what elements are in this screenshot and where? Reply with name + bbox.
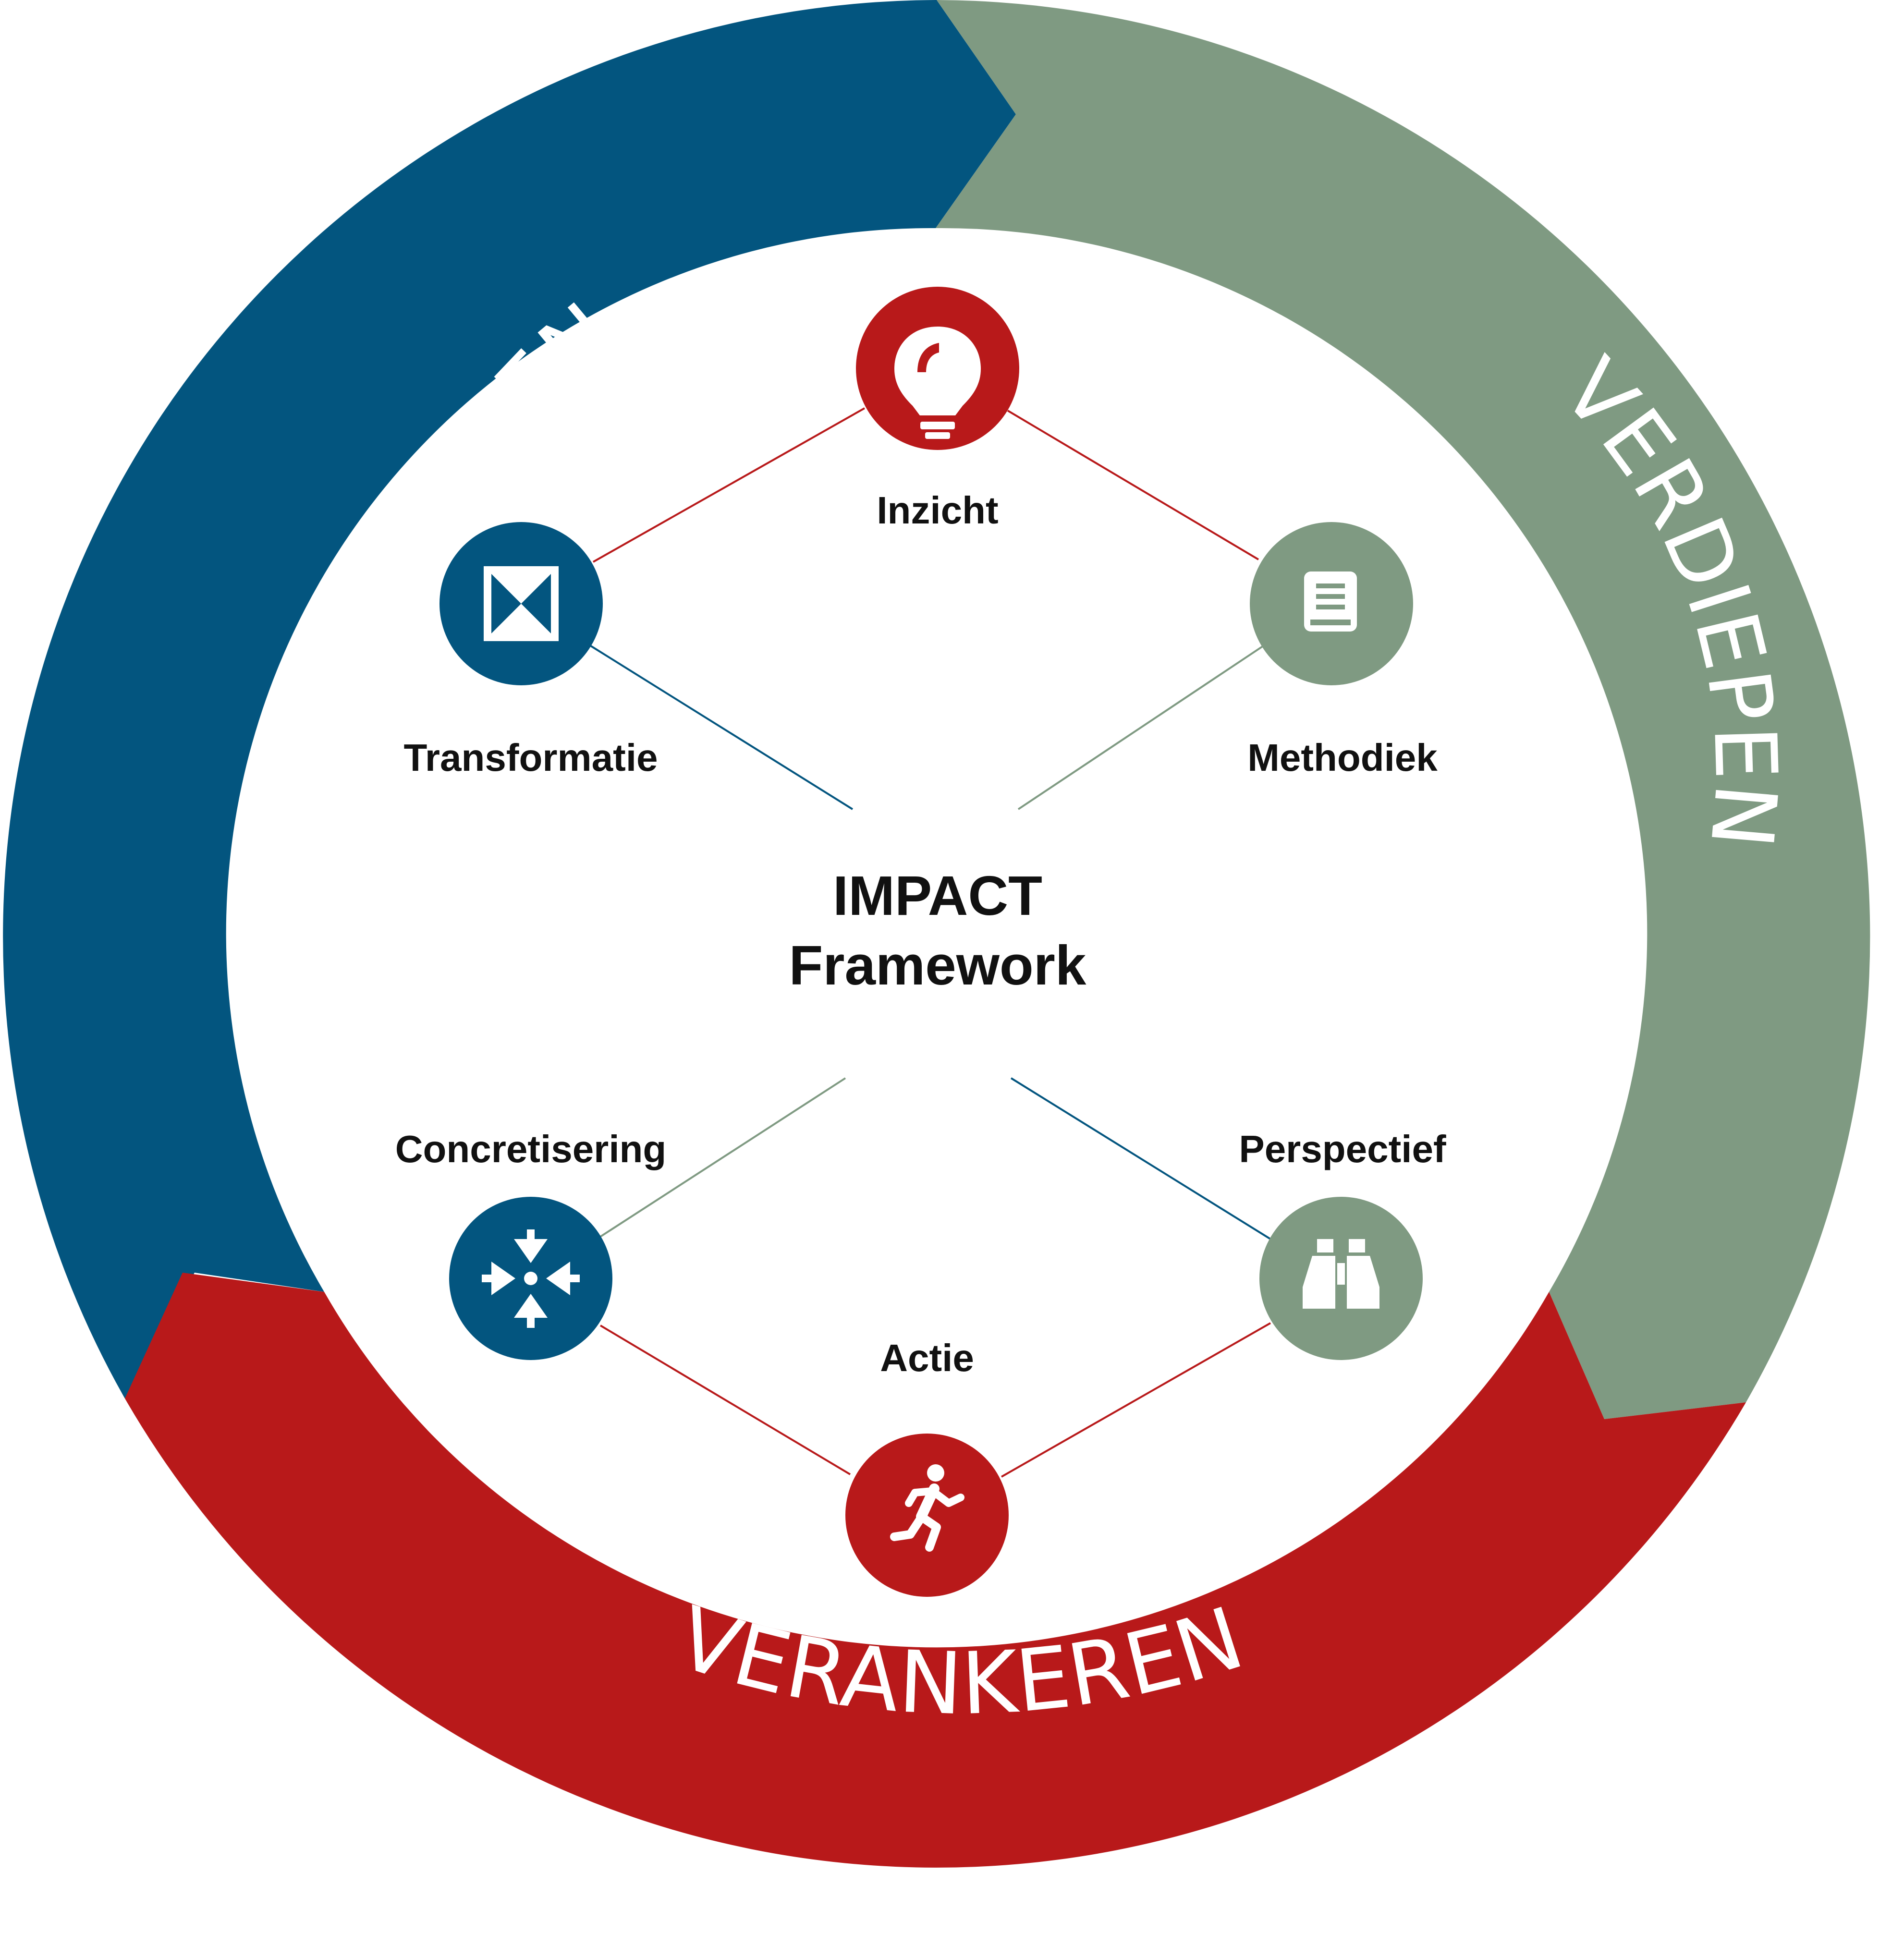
connector-center-concretisering — [599, 1077, 846, 1238]
node-actie: Actie — [845, 1337, 1009, 1597]
hourglass-box-icon — [484, 566, 559, 641]
perspectief-label: Perspectief — [1239, 1128, 1446, 1170]
verdiepen-arc — [936, 0, 1870, 1419]
node-concretisering: Concretisering — [395, 1128, 667, 1360]
connector-inzicht-methodiek — [1007, 410, 1259, 560]
connector-transformatie-inzicht — [593, 407, 865, 563]
connector-methodiek-center — [1017, 645, 1264, 810]
arrows-converge-icon — [482, 1229, 580, 1328]
running-person-icon — [890, 1464, 964, 1552]
binoculars-icon — [1303, 1239, 1379, 1309]
node-methodiek: Methodiek — [1247, 522, 1438, 779]
actie-label: Actie — [880, 1337, 974, 1379]
connector-center-perspectief — [1010, 1077, 1271, 1240]
ontdekken-arc — [3, 0, 1016, 1398]
center-title-line1: IMPACT — [833, 864, 1042, 927]
connector-transformatie-center — [590, 645, 854, 810]
concretisering-label: Concretisering — [395, 1128, 667, 1170]
book-icon — [1304, 571, 1357, 632]
center-title-line2: Framework — [789, 934, 1086, 997]
node-inzicht: Inzicht — [856, 287, 1019, 532]
node-transformatie: Transformatie — [403, 522, 658, 779]
inzicht-label: Inzicht — [877, 489, 998, 532]
methodiek-label: Methodiek — [1247, 736, 1438, 779]
connector-concretisering-actie — [599, 1325, 851, 1475]
connector-actie-perspectief — [1001, 1322, 1271, 1478]
node-perspectief: Perspectief — [1239, 1128, 1446, 1360]
verankeren-arc — [125, 1273, 1746, 1868]
transformatie-label: Transformatie — [403, 736, 658, 779]
lightbulb-icon — [894, 327, 981, 439]
